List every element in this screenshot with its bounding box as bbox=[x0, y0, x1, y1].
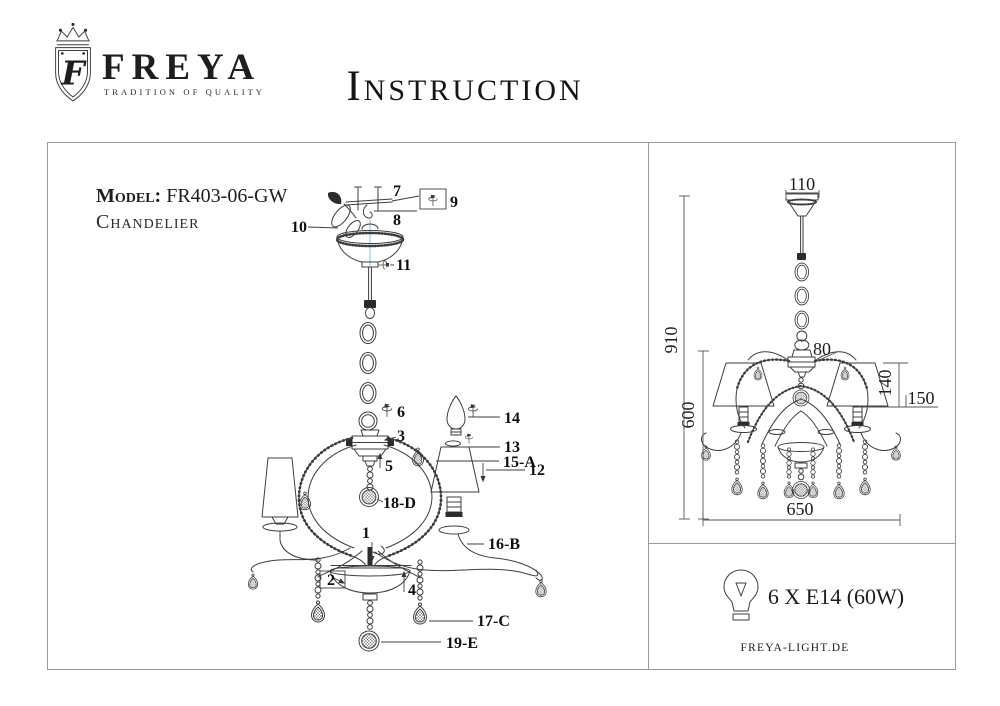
model-value: FR403-06-GW bbox=[166, 185, 288, 207]
model-block: Model: FR403-06-GW Chandelier bbox=[96, 183, 287, 235]
logo-monogram: F bbox=[60, 53, 87, 92]
freya-crest-icon: F bbox=[55, 22, 91, 102]
panel-divider-horizontal bbox=[649, 543, 955, 544]
brand-tagline: TRADITION OF QUALITY bbox=[104, 87, 266, 97]
product-type: Chandelier bbox=[96, 211, 200, 233]
freya-logo: F FREYA TRADITION OF QUALITY bbox=[44, 16, 274, 111]
page-title: INSTRUCTION bbox=[346, 63, 584, 110]
model-label: Model: bbox=[96, 185, 162, 207]
panel-divider-vertical bbox=[648, 143, 649, 669]
diagram-frame: Model: FR403-06-GW Chandelier bbox=[47, 142, 956, 670]
brand-name: FREYA bbox=[102, 47, 262, 88]
